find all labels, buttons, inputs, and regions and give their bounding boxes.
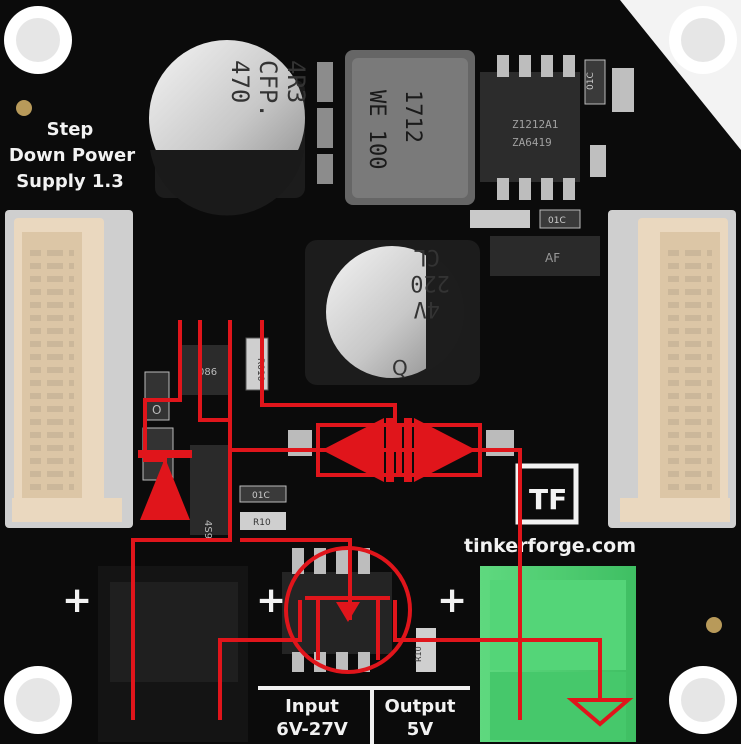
connector-left — [5, 210, 133, 528]
wire-mosfet-drain — [393, 600, 602, 700]
ground-symbol — [566, 698, 634, 727]
output-value: 5V — [407, 719, 434, 740]
diode-vertical-arrow — [140, 458, 190, 520]
output-label: Output — [384, 696, 455, 717]
wire-top-right — [260, 320, 397, 450]
board-title: Step Down Power Supply 1.3 — [9, 119, 135, 192]
capacitor-220: CL 220 4V Q — [305, 240, 480, 385]
plus-right: + — [437, 580, 467, 621]
wire-mosfet-gate — [240, 538, 352, 620]
logo-text: TF — [529, 483, 567, 516]
diode-right-bar — [404, 418, 412, 482]
smd-parts-upper: 01C — [317, 59, 634, 184]
input-range: 6V-27V — [276, 719, 348, 740]
capacitor-470: 470 CFP. 4R3 — [149, 40, 310, 216]
gold-pad-right — [706, 617, 722, 633]
mounting-holes — [4, 6, 737, 734]
regulator-ic: Z1212A1 ZA6419 — [480, 55, 580, 200]
diode-left-bar — [386, 418, 394, 482]
chip-af: AF — [545, 251, 560, 265]
diode-left-arrow — [322, 418, 384, 482]
inductor-text1: WE 100 — [364, 90, 389, 169]
plus-left: + — [62, 580, 92, 621]
mosfet-arrow — [336, 602, 360, 622]
connector-right — [608, 210, 736, 528]
output-terminal — [480, 566, 636, 742]
resistor-r10: R10 — [253, 518, 271, 528]
cap-mid-text2: 220 — [410, 270, 450, 295]
wire-input-left — [131, 538, 190, 720]
gold-pad-left — [16, 100, 32, 116]
tinkerforge-logo: TF — [515, 463, 579, 525]
regulator-text2: ZA6419 — [512, 136, 552, 149]
inductor-text2: 1712 — [400, 90, 425, 143]
cap-mid-text3: 4V — [414, 296, 441, 321]
title-line1: Step — [47, 119, 94, 140]
cap-01c-low: 01C — [252, 491, 270, 501]
diode-vertical-bar — [138, 450, 192, 458]
cap-01c-top: 01C — [586, 72, 596, 90]
regulator-text1: Z1212A1 — [512, 118, 558, 131]
cap-mid-mark: Q — [392, 356, 408, 380]
cap-01c-mid: 01C — [548, 216, 566, 226]
diode-symbols — [138, 418, 476, 622]
cap-big-text3: 4R3 — [282, 60, 310, 103]
mosfet-small-label: 4S9 — [202, 520, 213, 539]
plus-mid: + — [256, 580, 286, 621]
wire-mosfet-source — [218, 600, 302, 720]
small-r10: R10 — [414, 646, 423, 662]
brand-text: tinkerforge.com — [464, 535, 636, 557]
cap-mid-text1: CL — [414, 244, 441, 269]
title-line3: Supply 1.3 — [16, 171, 124, 192]
small-o: O — [152, 403, 161, 417]
smd-parts-middle: 01C AF — [470, 209, 600, 276]
diode-box-right — [398, 423, 482, 477]
resistor-086: 086 — [198, 367, 217, 378]
io-labels: Input 6V-27V Output 5V — [258, 686, 470, 744]
input-label: Input — [285, 696, 339, 717]
cap-big-text1: 470 — [226, 60, 254, 103]
cap-big-text2: CFP. — [254, 60, 282, 118]
diode-right-arrow — [414, 418, 476, 482]
mosfet-circle — [284, 546, 412, 674]
mosfet-body — [305, 596, 390, 660]
title-line2: Down Power — [9, 145, 135, 166]
inductor-we100: WE 100 1712 — [345, 50, 475, 205]
input-terminal — [98, 566, 248, 742]
